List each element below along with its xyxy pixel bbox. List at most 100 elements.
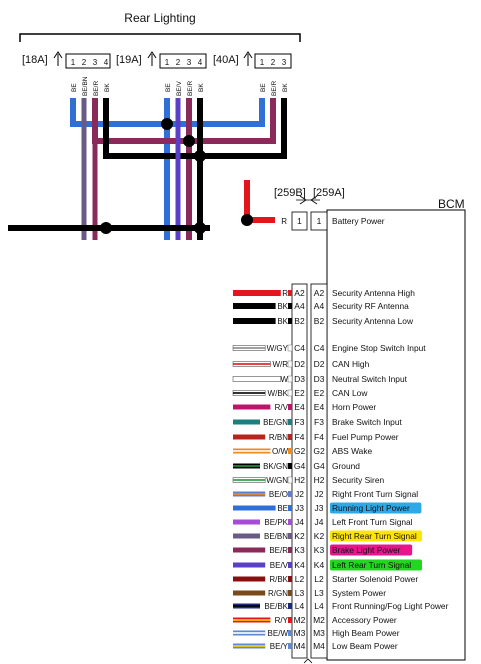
row-wire [233,318,276,324]
connector-259b-label: [259B] [274,187,306,199]
row-pin-tab [288,590,292,596]
diagram-title: Rear Lighting [124,11,195,25]
row-pin-right: L4 [314,601,324,611]
row-pin-right: D3 [314,374,325,384]
connector-arrow-icon [243,51,253,66]
row-wire [233,404,271,410]
splice-dot [100,222,112,234]
row-description: ABS Wake [332,446,373,456]
row-pin-left: A4 [294,301,305,311]
connector-19a: [19A] 1 2 3 4 BE BE/V BE/R BK [116,51,207,96]
row-pin-tab [288,617,292,623]
row-description: Starter Solenoid Power [332,574,418,584]
row-description: Security Antenna High [332,288,415,298]
connector-arrow-icon [53,51,63,66]
wire-code: BE/R [271,81,278,96]
row-wire-code: BE/R [269,546,288,555]
bcm-module [326,209,466,661]
row-wire-stripe [233,605,260,607]
row-pin-right: J4 [315,517,324,527]
row-pin-right: J2 [315,489,324,499]
splice-dot [241,214,253,226]
row-pin-tab [288,576,292,582]
row-pin-tab [288,630,292,636]
row-highlight [330,544,413,556]
row-wire [233,547,266,553]
wire-r-battery [244,180,275,223]
row-pin-right: K4 [314,560,325,570]
row-pin-left: C4 [294,343,305,353]
row-pin-left: G4 [294,461,306,471]
row-pin-tab [287,360,293,368]
row-pin-right: B2 [314,316,325,326]
pin-number: 2 [82,58,87,67]
row-wire-code: BE/PK [264,518,288,527]
row-pin-right: A2 [314,288,325,298]
row-pin-tab [288,603,292,609]
splice-dots [100,118,253,234]
row-pin-tab [288,419,292,425]
row-pin-tab [287,344,293,352]
splice-dot [161,118,173,130]
row-pin-left: L2 [295,574,305,584]
row-description: Neutral Switch Input [332,374,408,384]
row-description: High Beam Power [332,628,400,638]
row-wire-code: BE [277,504,288,513]
row-pin-left: F4 [295,432,305,442]
wire-code: BE/V [176,81,183,96]
row-wire-code: W/R [272,360,288,369]
row-pin-right: M4 [313,641,325,651]
pin-number: 3 [93,58,98,67]
row-description: Security RF Antenna [332,301,409,311]
row-wire-code: BE/BK [264,602,288,611]
row-pin-left: M3 [294,628,306,638]
row-description: Horn Power [332,402,376,412]
row-wire [233,505,276,511]
row-pin-tab [288,434,292,440]
row-wire-code: W/GY [267,344,289,353]
row-pin-left: M4 [294,641,306,651]
row-description: System Power [332,588,386,598]
row-pin-tab [288,290,292,296]
row-pin-right: E4 [314,402,325,412]
row-pin-left: G2 [294,446,306,456]
wire-code: BE [165,83,172,92]
row-pin-right: L2 [314,574,324,584]
wire-code: BE/BN [82,76,89,96]
pin-number: 3 [282,58,287,67]
row-pin-left: H2 [294,475,305,485]
row-pin-left: J3 [295,503,304,513]
row-pin-tab [288,448,292,454]
row-pin-right: E2 [314,388,325,398]
row-pin-left: D2 [294,359,305,369]
wire-code: BK [104,83,111,92]
connector-40a: [40A] 1 2 3 BE BE/R BK [213,51,292,96]
pin-number: 4 [198,58,203,67]
row-wire [233,419,260,425]
row-wire-code: BK [277,317,288,326]
row-description: CAN Low [332,388,368,398]
splice-dot [194,222,206,234]
wire-code: BE [260,83,267,92]
row-description: CAN High [332,359,370,369]
row-wire-code: BE/V [270,561,289,570]
row-description: Ground [332,461,360,471]
row-description: Right Rear Turn Signal [332,531,417,541]
row-wire [233,590,266,596]
row-description: Accessory Power [332,615,397,625]
row-wire-stripe [233,619,271,621]
connector-19a-label: [19A] [116,54,142,66]
row-pin-tab [288,303,292,309]
row-pin-left: E4 [294,402,305,412]
